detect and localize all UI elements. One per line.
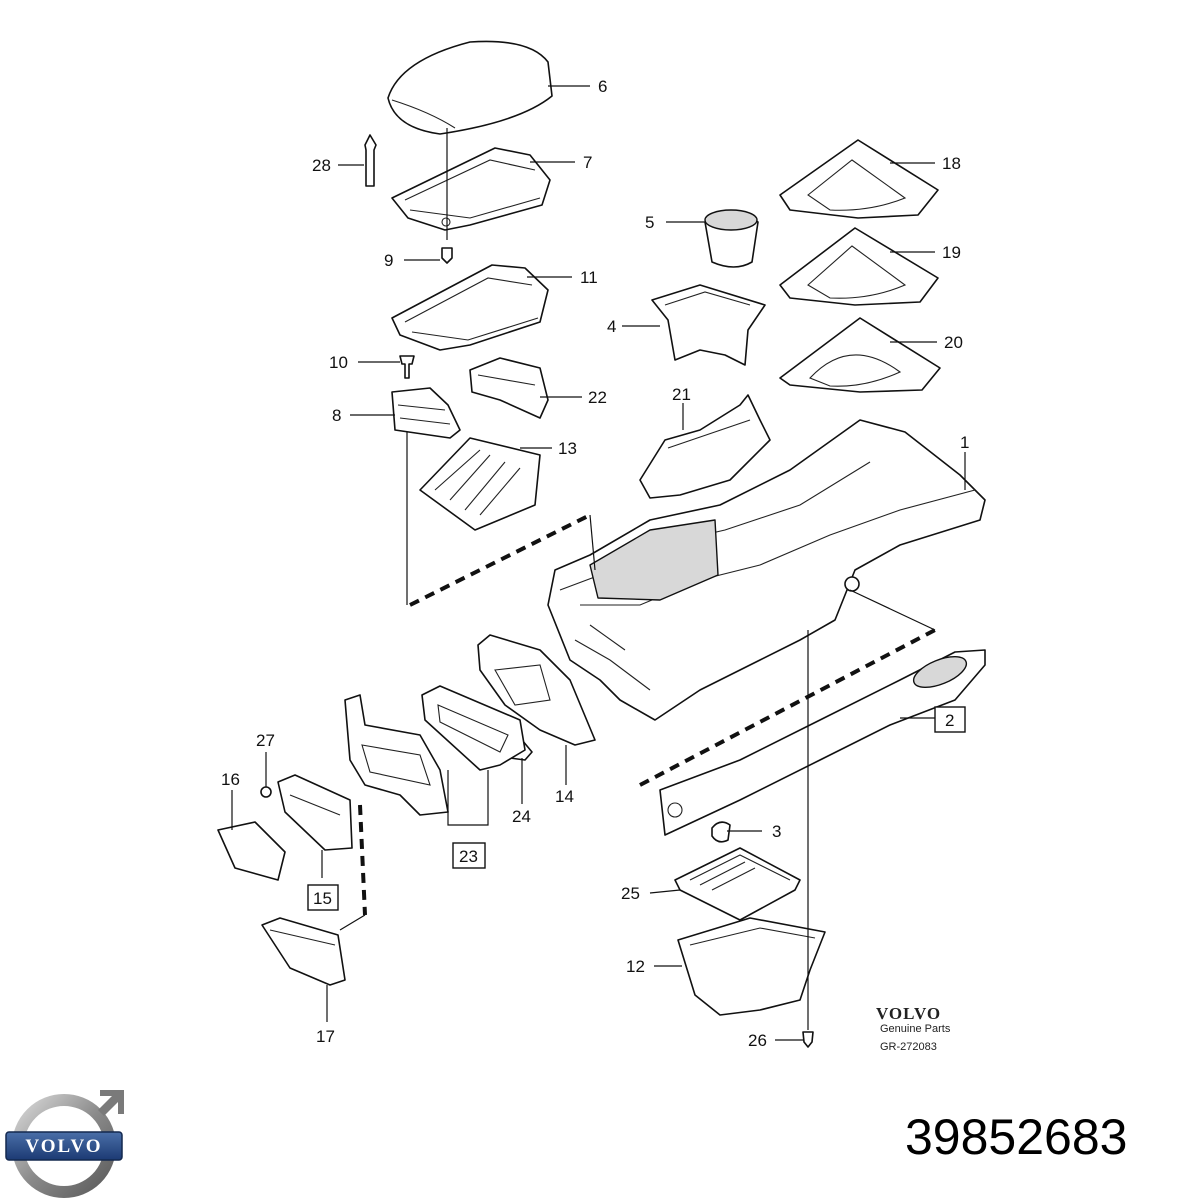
part-latch	[391, 387, 461, 439]
part-ashtray	[261, 917, 346, 986]
part-cup-holder-frame	[651, 284, 766, 366]
logo-text: VOLVO	[25, 1136, 102, 1157]
callout-16: 16	[221, 770, 240, 789]
brand-block-genuine-parts: Genuine Parts	[880, 1023, 951, 1035]
callout-19: 19	[942, 243, 961, 262]
callout-9: 9	[384, 251, 393, 270]
callout-13: 13	[558, 439, 577, 458]
part-plug-27	[260, 786, 272, 798]
part-gear-shift-surround	[639, 394, 771, 499]
part-screw-26	[802, 1031, 814, 1048]
callout-17: 17	[316, 1027, 335, 1046]
part-trim-panel-18	[779, 139, 939, 219]
callout-5: 5	[645, 213, 654, 232]
brand-block-code: GR-272083	[880, 1041, 937, 1053]
callout-6: 6	[598, 77, 607, 96]
part-armrest-base	[391, 264, 549, 351]
part-tray-16	[217, 821, 286, 881]
callout-20: 20	[944, 333, 963, 352]
part-trim-panel-20	[779, 317, 941, 393]
part-pin	[364, 134, 377, 187]
callout-23-box	[452, 842, 486, 869]
callout-leader-lines	[231, 85, 966, 1041]
callout-7: 7	[583, 153, 592, 172]
callout-15: 15	[313, 889, 332, 908]
callout-2-box	[934, 706, 966, 733]
callout-28: 28	[312, 156, 331, 175]
callout-2: 2	[945, 711, 954, 730]
callout-18: 18	[942, 154, 961, 173]
part-screw-9	[441, 247, 453, 264]
genuine-parts-block: VOLVO Genuine Parts GR-272083	[876, 1004, 951, 1053]
part-trim-panel-19	[779, 227, 939, 306]
part-cup-holder-insert	[704, 209, 759, 268]
assembly-thin-lines	[339, 128, 936, 1030]
callout-11: 11	[580, 268, 598, 287]
callout-15-box	[307, 884, 339, 911]
part-frame	[421, 685, 526, 771]
part-tray-15	[277, 774, 353, 851]
callout-25: 25	[621, 884, 640, 903]
part-number: 39852683	[905, 1109, 1128, 1165]
callout-3: 3	[772, 822, 781, 841]
callout-14: 14	[555, 787, 574, 806]
part-storage-mat	[674, 847, 801, 921]
part-side-trim-panel	[659, 649, 986, 836]
volvo-iron-mark-icon: VOLVO	[5, 1090, 124, 1198]
assembly-dashed-lines	[358, 513, 936, 916]
callout-8: 8	[332, 406, 341, 425]
part-storage-bin	[677, 917, 826, 1016]
part-armrest-cushion	[387, 40, 553, 135]
callout-1: 1	[960, 433, 969, 452]
callout-27: 27	[256, 731, 275, 750]
callout-4: 4	[607, 317, 616, 336]
callout-24: 24	[512, 807, 531, 826]
part-clip	[711, 821, 731, 843]
callout-10: 10	[329, 353, 348, 372]
callout-labels: 6 28 7 9 11 10 8 22 13 5 4 18 19 20 21 1…	[221, 77, 969, 1050]
callout-22: 22	[588, 388, 607, 407]
callout-23: 23	[459, 847, 478, 866]
callout-21: 21	[672, 385, 691, 404]
part-storage-tray	[419, 437, 541, 531]
part-bezel	[477, 634, 596, 746]
part-screw-10	[399, 355, 415, 379]
part-small-cover	[469, 357, 549, 419]
callout-12: 12	[626, 957, 645, 976]
brand-block-brand: VOLVO	[876, 1004, 941, 1023]
part-armrest-lid	[391, 147, 551, 231]
callout-26: 26	[748, 1031, 767, 1050]
